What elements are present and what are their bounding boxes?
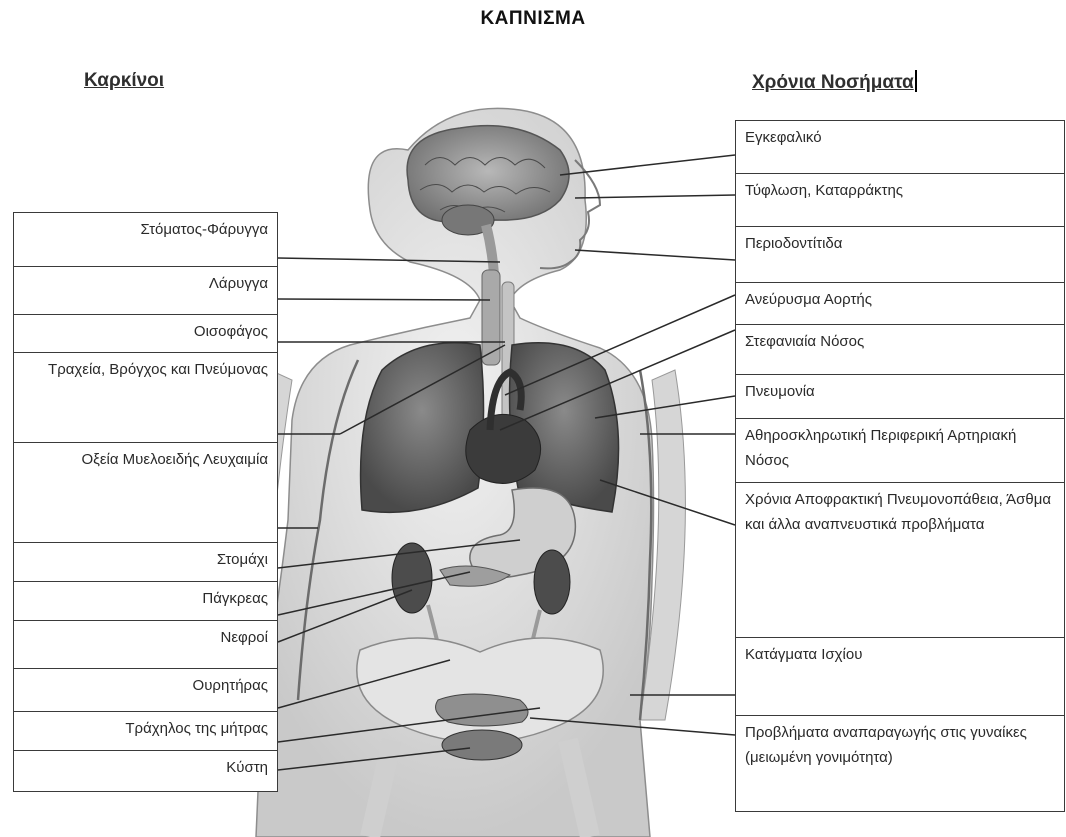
label-cervix: Τράχηλος της μήτρας	[13, 711, 278, 751]
label-blindness-cataract: Τύφλωση, Καταρράκτης	[735, 173, 1065, 227]
label-periodontitis: Περιοδοντίτιδα	[735, 226, 1065, 283]
label-larynx: Λάρυγγα	[13, 266, 278, 315]
label-kidneys: Νεφροί	[13, 620, 278, 669]
label-pancreas: Πάγκρεας	[13, 581, 278, 621]
label-trachea-bronchus-lung: Τραχεία, Βρόγχος και Πνεύμονας	[13, 352, 278, 443]
label-copd-asthma: Χρόνια Αποφρακτική Πνευμονοπάθεια, Άσθμα…	[735, 482, 1065, 638]
label-stomach: Στομάχι	[13, 542, 278, 582]
right-kidney	[534, 550, 570, 614]
label-peripheral-artery-disease: Αθηροσκληρωτική Περιφερική Αρτηριακή Νόσ…	[735, 418, 1065, 483]
label-esophagus: Οισοφάγος	[13, 314, 278, 353]
label-bladder: Κύστη	[13, 750, 278, 792]
label-ureter: Ουρητήρας	[13, 668, 278, 712]
label-pneumonia: Πνευμονία	[735, 374, 1065, 419]
label-stroke: Εγκεφαλικό	[735, 120, 1065, 174]
label-mouth-pharynx: Στόματος-Φάρυγγα	[13, 212, 278, 267]
label-reproductive-problems: Προβλήματα αναπαραγωγής στις γυναίκες (μ…	[735, 715, 1065, 812]
trachea	[482, 270, 500, 365]
label-aortic-aneurysm: Ανεύρυσμα Αορτής	[735, 282, 1065, 325]
label-acute-myeloid-leukemia: Οξεία Μυελοειδής Λευχαιμία	[13, 442, 278, 543]
uterus	[436, 694, 528, 726]
bladder	[442, 730, 522, 760]
label-coronary-disease: Στεφανιαία Νόσος	[735, 324, 1065, 375]
label-hip-fractures: Κατάγματα Ισχίου	[735, 637, 1065, 716]
heart	[466, 414, 541, 483]
